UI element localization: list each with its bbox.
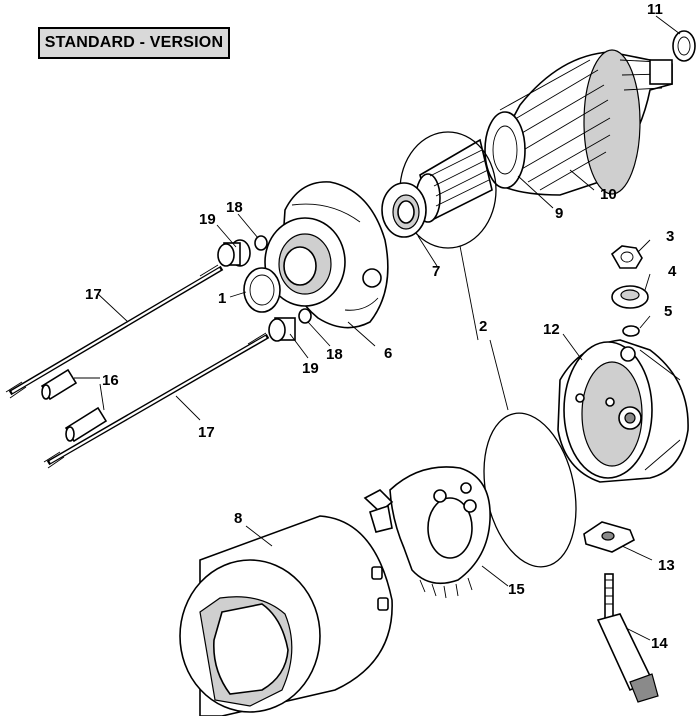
leader-lines xyxy=(74,15,681,641)
part-16-sleeves xyxy=(40,368,108,443)
part-9-gear xyxy=(415,138,493,223)
callout-10: 10 xyxy=(600,186,617,203)
part-6-housing xyxy=(264,181,389,329)
part-15-brush-plate xyxy=(363,466,491,599)
callout-18-bottom: 18 xyxy=(326,346,343,363)
part-7-bearing xyxy=(381,182,427,238)
part-19-bushing-bottom xyxy=(268,317,296,342)
callout-11: 11 xyxy=(647,1,663,18)
callout-17-lower: 17 xyxy=(198,424,215,441)
callout-5: 5 xyxy=(664,303,672,320)
part-18-washer-top xyxy=(254,235,268,251)
callout-12: 12 xyxy=(543,321,560,338)
part-18-washer-bottom xyxy=(298,308,312,324)
part-19-bushing-top xyxy=(217,239,251,267)
callout-19-bottom: 19 xyxy=(302,360,319,377)
callout-19-top: 19 xyxy=(199,211,216,228)
part-5-o-ring xyxy=(622,325,640,337)
callout-4: 4 xyxy=(668,263,677,280)
part-13-plate xyxy=(583,521,636,553)
callout-3: 3 xyxy=(666,228,674,245)
callout-16: 16 xyxy=(102,372,119,389)
part-14-terminal xyxy=(596,573,659,703)
callout-2: 2 xyxy=(479,318,487,335)
part-17-bolt-upper xyxy=(5,264,224,399)
part-1-ring xyxy=(243,267,281,313)
part-3-nut xyxy=(610,245,643,269)
part-17-bolt-lower xyxy=(43,332,270,469)
part-10-armature xyxy=(484,49,673,196)
callout-14: 14 xyxy=(651,635,668,652)
part-4-washer xyxy=(611,285,649,309)
callout-7: 7 xyxy=(432,263,440,280)
callout-13: 13 xyxy=(658,557,675,574)
part-8-frame xyxy=(179,515,393,716)
callout-1: 1 xyxy=(218,290,226,307)
callout-6: 6 xyxy=(384,345,392,362)
callout-9: 9 xyxy=(555,205,563,222)
callout-15: 15 xyxy=(508,581,525,598)
part-11-washer xyxy=(672,30,696,62)
callout-8: 8 xyxy=(234,510,242,527)
version-label: STANDARD - VERSION xyxy=(38,27,230,59)
callout-17-upper: 17 xyxy=(85,286,102,303)
callout-18-top: 18 xyxy=(226,199,243,216)
part-12-end-cap xyxy=(557,339,689,483)
